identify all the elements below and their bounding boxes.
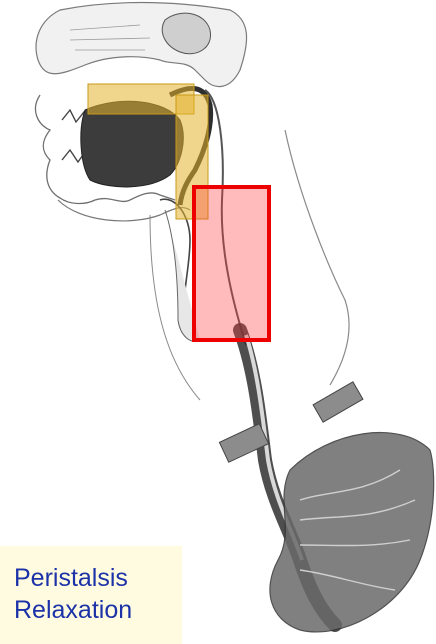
- peristalsis-label: Peristalsis: [14, 562, 182, 594]
- diaphragm-right: [313, 382, 363, 422]
- neck-back: [285, 130, 349, 385]
- stomach: [270, 433, 434, 632]
- caption-box: Peristalsis Relaxation: [0, 546, 182, 644]
- relaxation-label: Relaxation: [14, 594, 182, 626]
- head-outline: [36, 3, 247, 87]
- lower-highlight: [194, 187, 269, 340]
